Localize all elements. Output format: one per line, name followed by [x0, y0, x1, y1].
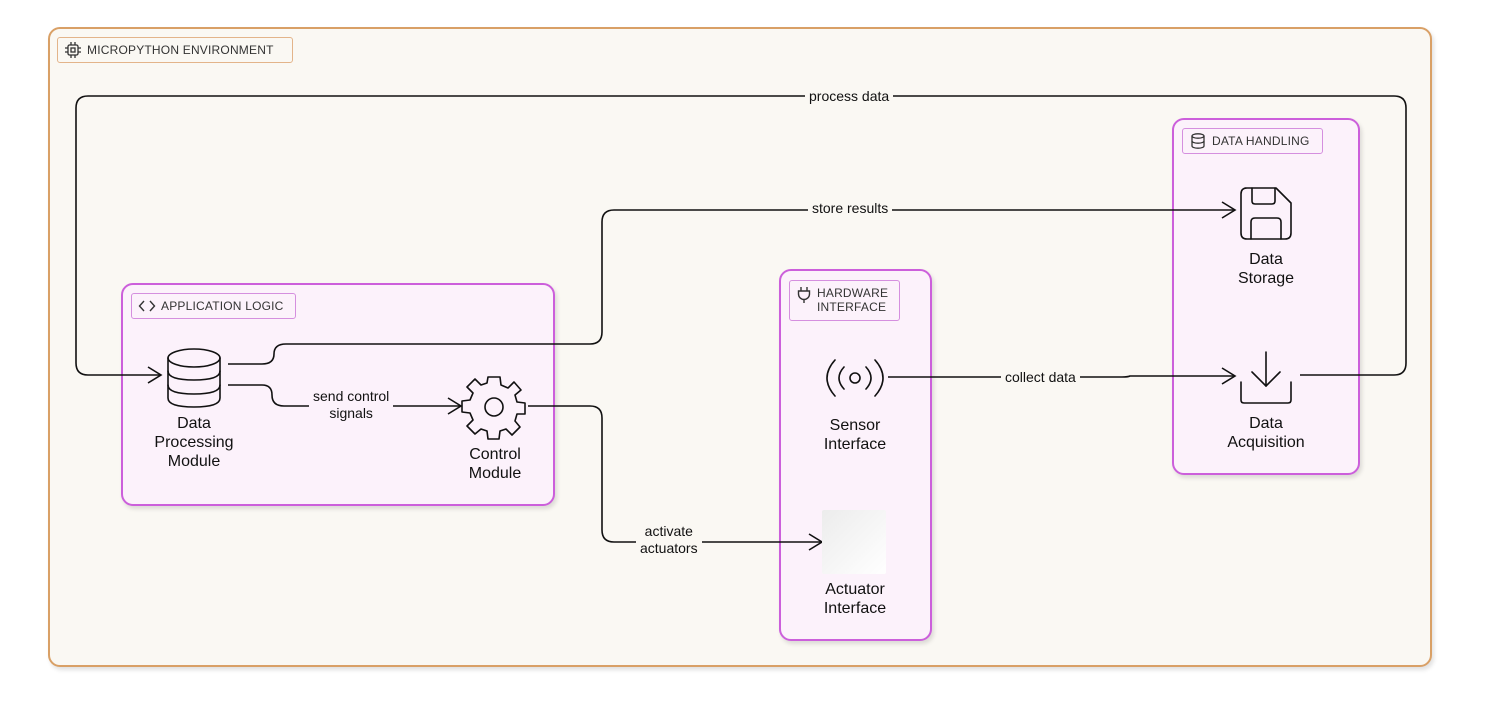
- edge-send-control: [228, 384, 460, 407]
- data-handling-group: [1172, 118, 1360, 475]
- edge-collect-data: [888, 375, 1234, 378]
- edge-activate-actuators: [528, 405, 821, 543]
- arrowhead-send-control: [447, 397, 463, 415]
- edge-store-results: [228, 209, 1234, 365]
- arrowhead-collect-data: [1221, 367, 1237, 385]
- node-label-data-acquisition: Data Acquisition: [1227, 415, 1305, 451]
- hardware-interface-label: HARDWARE INTERFACE: [817, 286, 889, 314]
- edge-label-collect-data: collect data: [1001, 369, 1080, 386]
- floppy-disk-icon: [1240, 187, 1292, 240]
- node-label-actuator-interface: Actuator Interface: [823, 581, 887, 617]
- code-icon: [138, 300, 156, 312]
- edge-label-store-results: store results: [808, 200, 893, 217]
- node-label-data-storage: Data Storage: [1237, 251, 1295, 287]
- node-label-data-processing: Data Processing Module: [154, 415, 234, 470]
- data-handling-label: DATA HANDLING: [1212, 134, 1310, 148]
- arrowhead-process-data: [147, 366, 163, 384]
- database-icon: [167, 348, 221, 408]
- chip-icon: [65, 42, 81, 58]
- edge-label-process-data: process data: [805, 88, 894, 105]
- hardware-interface-tag: HARDWARE INTERFACE: [789, 280, 900, 321]
- edge-label-send-control: send control signals: [309, 388, 394, 422]
- edge-process-data: [75, 95, 1407, 376]
- environment-tag: MICROPYTHON ENVIRONMENT: [57, 37, 293, 63]
- actuator-placeholder-image: [822, 510, 886, 574]
- data-handling-tag: DATA HANDLING: [1182, 128, 1323, 154]
- hardware-interface-group: [779, 269, 932, 641]
- arrowhead-store-results: [1221, 201, 1237, 219]
- application-logic-tag: APPLICATION LOGIC: [131, 293, 296, 319]
- node-label-control-module: Control Module: [468, 446, 522, 482]
- plug-icon: [797, 287, 811, 303]
- environment-label: MICROPYTHON ENVIRONMENT: [87, 43, 274, 57]
- application-logic-label: APPLICATION LOGIC: [161, 299, 284, 313]
- edge-label-activate-actuators: activate actuators: [636, 523, 702, 557]
- download-icon: [1240, 351, 1292, 404]
- gear-icon: [461, 376, 526, 440]
- node-label-sensor-interface: Sensor Interface: [823, 417, 887, 453]
- database-icon: [1191, 133, 1205, 149]
- broadcast-icon: [826, 359, 884, 397]
